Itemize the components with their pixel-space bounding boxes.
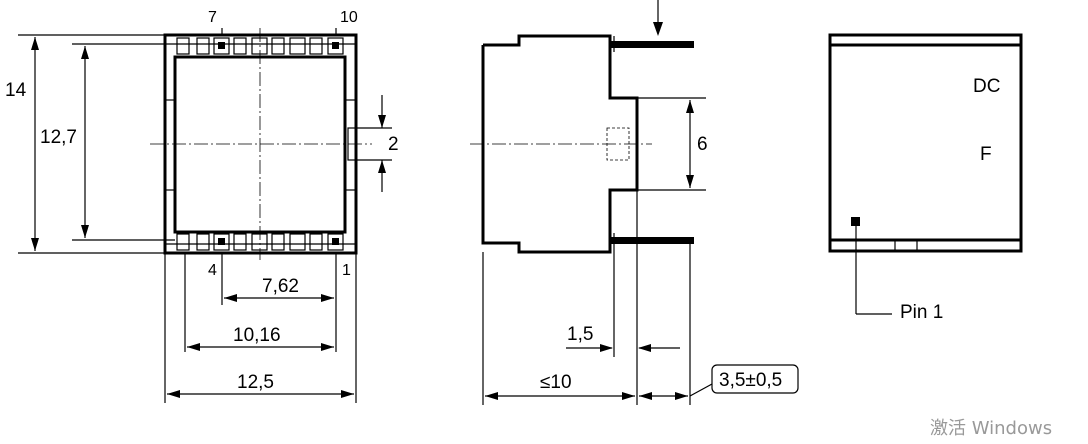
top-view: DC F Pin 1	[828, 33, 1023, 323]
pin-4-marker	[218, 238, 225, 245]
side-view: 6 1,5 ≤10 3,5±0,5	[470, 0, 799, 405]
lower-lead	[610, 237, 694, 244]
pin-7-marker	[218, 42, 225, 49]
dim-height-outer: 14	[5, 80, 27, 101]
dim-width: 12,5	[237, 372, 274, 393]
pin-10-marker	[332, 42, 339, 49]
bottom-view: 7 10 4 1 14 12,7 2 7,62	[5, 9, 399, 403]
bottom-pin-row	[165, 233, 356, 251]
pin1-label: Pin 1	[900, 302, 943, 323]
dim-depth: ≤10	[540, 372, 572, 393]
pin-1-marker	[332, 238, 339, 245]
marking-line1: DC	[973, 76, 1000, 97]
dim-side-height: 6	[697, 134, 708, 155]
upper-lead	[610, 41, 694, 48]
top-pin-row	[165, 37, 356, 55]
dim-pitch: 7,62	[262, 276, 299, 297]
dim-span: 10,16	[233, 325, 281, 346]
pin1-marker	[851, 217, 860, 226]
top-view-outer	[828, 33, 1023, 253]
dim-height-inner: 12,7	[40, 127, 77, 148]
dim-pin-length: 3,5±0,5	[719, 370, 782, 391]
pin-label-7: 7	[208, 9, 217, 26]
pin-label-4: 4	[208, 262, 217, 279]
os-watermark: 激活 Windows	[930, 418, 1052, 439]
pin-label-1: 1	[342, 262, 351, 279]
dim-offset: 1,5	[567, 324, 593, 345]
dim-pin-length-box	[711, 364, 799, 394]
pin-label-10: 10	[340, 9, 358, 26]
marking-line2: F	[980, 144, 992, 165]
dim-pin-gap: 2	[388, 134, 399, 155]
